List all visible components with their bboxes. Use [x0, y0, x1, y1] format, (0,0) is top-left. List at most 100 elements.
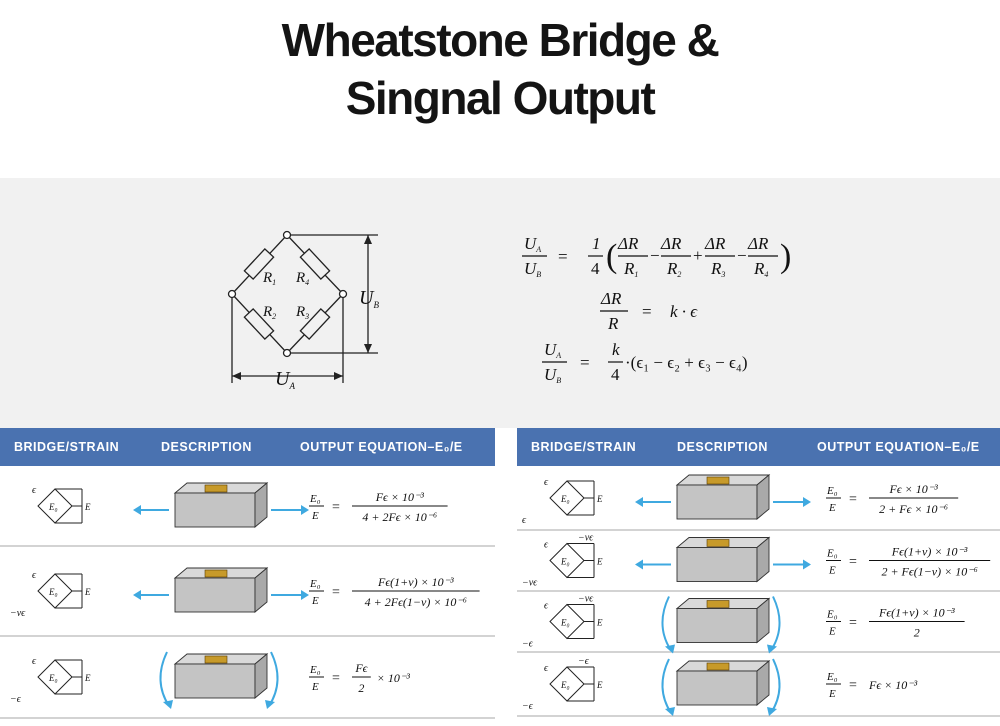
bridge-icon	[549, 666, 595, 702]
eq1-op3: −	[737, 246, 747, 265]
r2-label: R2	[262, 304, 276, 321]
specimen-block	[675, 660, 771, 706]
strain-label: ϵ	[544, 477, 549, 488]
eq-lhs-den: E	[828, 565, 836, 577]
block-front	[174, 663, 256, 699]
load-arrows	[159, 651, 279, 709]
strain-label: −νϵ	[522, 578, 538, 589]
eq-equals: =	[849, 616, 857, 631]
strain-gauge-icon	[204, 655, 228, 664]
strain-label: −νϵ	[10, 608, 26, 619]
strain-gauge-icon	[706, 600, 730, 608]
bend-arrow-left-icon	[159, 651, 170, 707]
eq-tail: Fϵ × 10⁻³	[868, 678, 918, 692]
ua-arrow-right-icon	[334, 372, 343, 380]
strain-gauge-icon	[706, 476, 730, 485]
specimen-block	[675, 474, 771, 520]
output-equation: E₀E=Fϵ × 10⁻³2 + Fϵ × 10⁻⁶	[826, 482, 959, 516]
table-left-header: BRIDGE/STRAIN DESCRIPTION OUTPUT EQUATIO…	[0, 428, 495, 466]
bridge-source-label: E₀	[48, 502, 58, 512]
block-side	[756, 597, 770, 644]
eq-equals: =	[849, 678, 857, 693]
eq-denominator: 4 + 2Fϵ(1−ν) × 10⁻⁶	[365, 595, 467, 609]
ub-arrow-up-icon	[364, 235, 372, 244]
header-description: DESCRIPTION	[161, 440, 252, 454]
bridge-icon	[549, 480, 595, 516]
specimen-block	[675, 536, 771, 583]
wheatstone-bridge-diagram: R1 R4 R2 R3 UB UA	[227, 230, 379, 391]
eq-lhs-den: E	[828, 626, 836, 638]
ub-label: UB	[359, 287, 379, 310]
strain-label: −ϵ	[10, 694, 22, 705]
ua-arrow-left-icon	[232, 372, 241, 380]
eq-equals: =	[332, 500, 340, 515]
bridge-output-label: E	[596, 680, 603, 690]
bend-arrow-right-icon	[268, 651, 279, 707]
eq3-equals: =	[580, 353, 590, 372]
table-right-header: BRIDGE/STRAIN DESCRIPTION OUTPUT EQUATIO…	[517, 428, 1000, 466]
eq-denominator: 2 + Fϵ(1−ν) × 10⁻⁶	[881, 565, 977, 579]
eq1-lhs-den: UB	[524, 259, 541, 279]
specimen-block	[173, 653, 269, 699]
bend-arrow-left-icon	[661, 658, 672, 714]
block-side	[254, 567, 268, 613]
eq3-rhs: ·(ϵ₁ − ϵ₂ + ϵ₃ − ϵ₄)	[625, 353, 747, 372]
output-equation: E₀E=Fϵ × 10⁻³	[826, 671, 918, 700]
specimen-block	[173, 482, 269, 528]
eq1-coef-num: 1	[592, 234, 601, 253]
bridge-output-label: E	[84, 673, 91, 683]
strain-label: ϵ	[544, 540, 549, 551]
strain-label: −ϵ	[522, 639, 534, 650]
load-arrows	[133, 505, 309, 515]
eq3-lhs-den: UB	[544, 365, 561, 385]
block-side	[254, 653, 268, 699]
eq-numerator: Fϵ(1+ν) × 10⁻³	[878, 606, 955, 620]
bridge-icon	[37, 488, 83, 524]
eq2-den: R	[607, 314, 619, 333]
load-arrows	[661, 658, 781, 716]
eq-lhs-den: E	[311, 681, 319, 693]
eq-lhs-num: E₀	[826, 485, 838, 497]
eq1-term3-num: ΔR	[704, 234, 726, 253]
load-arrows	[635, 559, 811, 570]
bridge-source-label: E₀	[48, 673, 58, 683]
bridge-output-label: E	[84, 502, 91, 512]
eq-numerator: Fϵ(1+ν) × 10⁻³	[891, 545, 968, 559]
bridge-panel	[0, 178, 1000, 428]
output-equation: E₀E=Fϵ × 10⁻³4 + 2Fϵ × 10⁻⁶	[309, 490, 448, 524]
output-equation: E₀E=Fϵ(1+ν) × 10⁻³4 + 2Fϵ(1−ν) × 10⁻⁶	[309, 575, 480, 609]
strain-label: ϵ	[544, 601, 549, 612]
eq1-close-paren: )	[780, 238, 791, 275]
eq3-coef-num: k	[612, 340, 620, 359]
strain-label: ϵ	[32, 656, 37, 667]
r4-label: R4	[295, 270, 309, 287]
eq-denominator: 2	[358, 681, 364, 695]
eq1-term4-num: ΔR	[747, 234, 769, 253]
bridge-node-bottom	[282, 348, 292, 358]
strain-gauge-icon	[204, 484, 228, 493]
eq1-lhs-num: UA	[524, 234, 541, 254]
page-title-line-2: Singnal Output	[345, 72, 656, 124]
strain-label: −ϵ	[522, 701, 534, 712]
block-side	[756, 474, 770, 520]
strain-label: −νϵ	[578, 594, 594, 605]
resistor-r4-icon	[299, 248, 331, 280]
block-front	[174, 492, 256, 528]
eq-equals: =	[332, 585, 340, 600]
eq-tail: × 10⁻³	[377, 671, 410, 685]
bend-arrow-left-icon	[661, 596, 672, 652]
eq1-term2-den: R2	[666, 259, 681, 279]
eq1-coef-den: 4	[591, 259, 600, 278]
bridge-source-label: E₀	[560, 618, 570, 628]
block-side	[254, 482, 268, 528]
load-arrows	[133, 590, 309, 600]
resistor-r2-icon	[243, 308, 275, 340]
resistor-r3-icon	[299, 308, 331, 340]
output-equation: E₀E=Fϵ(1+ν) × 10⁻³2 + Fϵ(1−ν) × 10⁻⁶	[826, 545, 991, 579]
eq2-equals: =	[642, 302, 652, 321]
bridge-output-label: E	[596, 618, 603, 628]
eq-lhs-num: E₀	[309, 664, 321, 676]
eq1-term3-den: R3	[710, 259, 725, 279]
eq1-term1-den: R1	[623, 259, 638, 279]
